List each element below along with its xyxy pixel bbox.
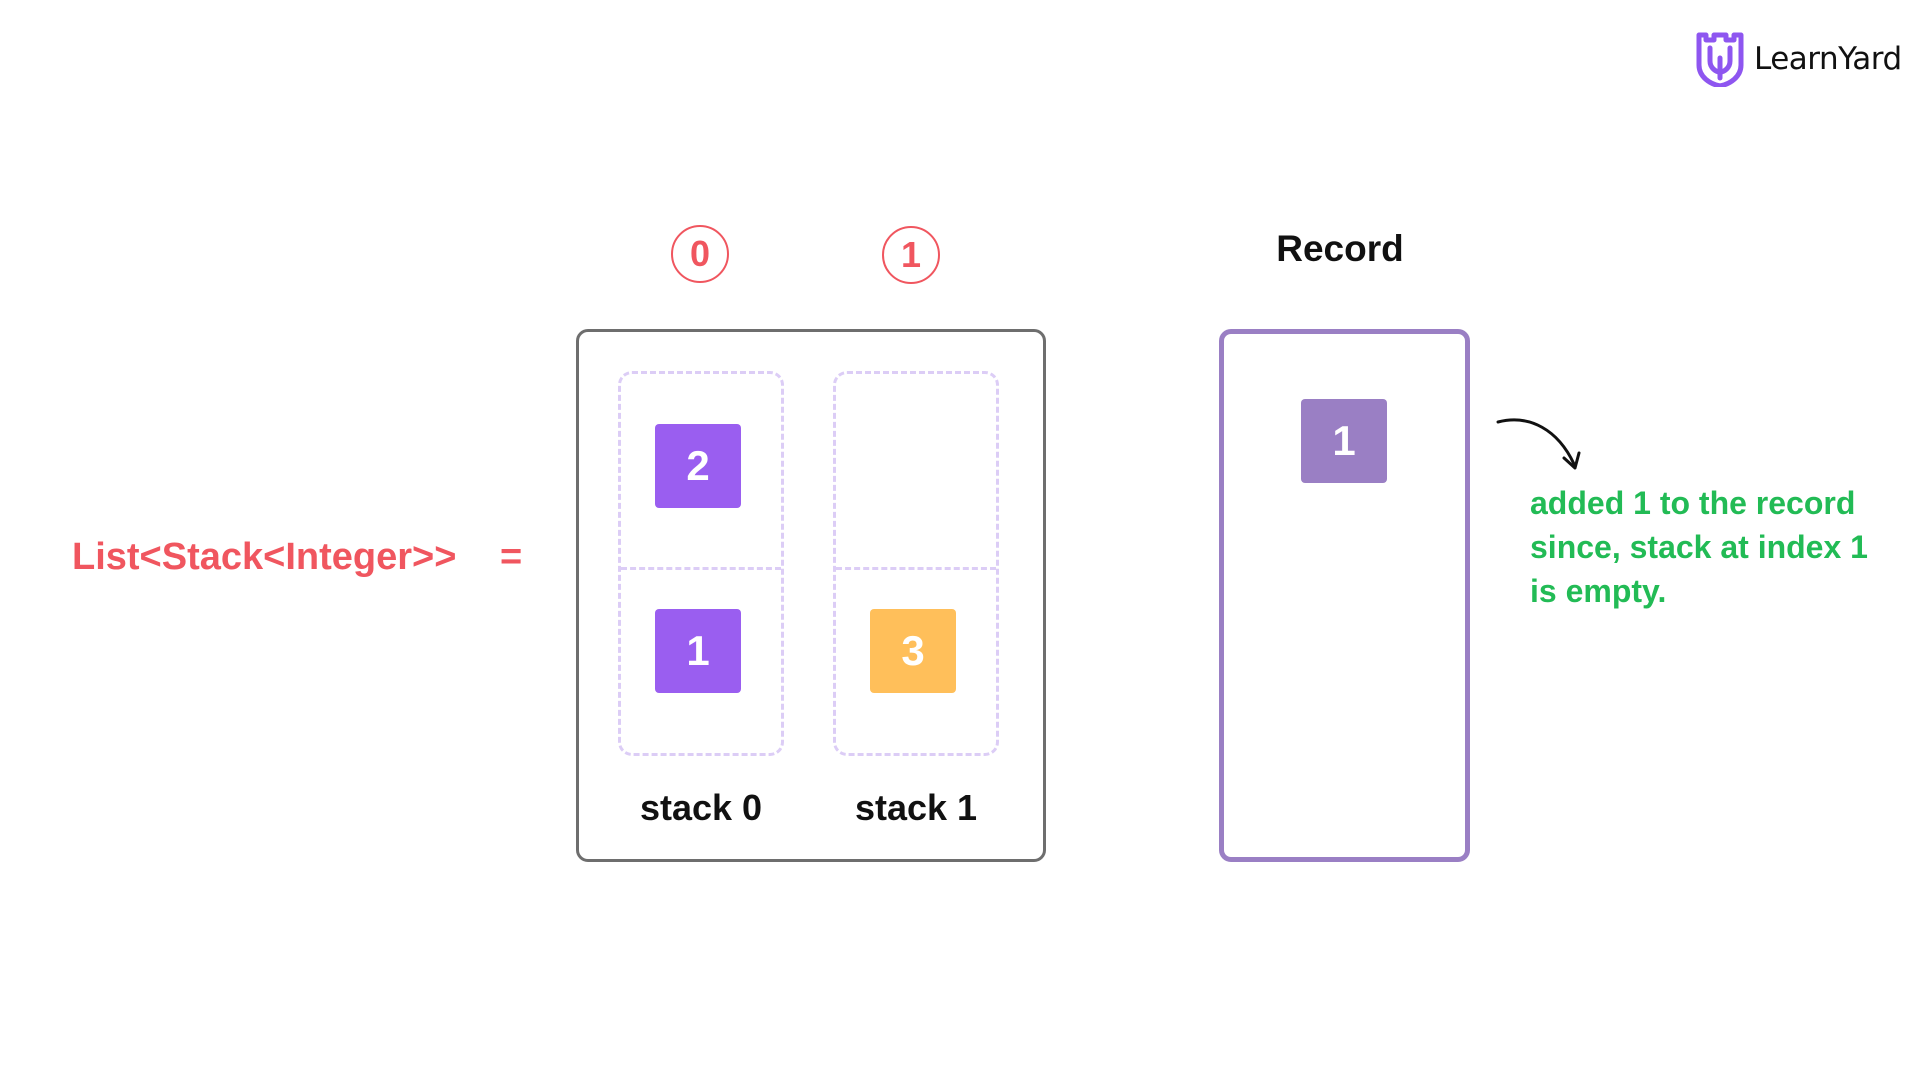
expression-label: List<Stack<Integer>> <box>72 536 457 578</box>
brand-name: LearnYard <box>1754 41 1902 77</box>
learnyard-shield-icon <box>1696 32 1744 87</box>
index-circle-1: 1 <box>882 226 940 284</box>
stack-list-container: 2 1 3 stack 0 stack 1 <box>576 329 1046 862</box>
stack-slot-divider <box>621 567 781 570</box>
stack-0-cell-top: 2 <box>655 424 741 508</box>
stack-slot-divider <box>836 567 996 570</box>
record-item: 1 <box>1301 399 1387 483</box>
stack-0-cell-bottom: 1 <box>655 609 741 693</box>
stack-1-label: stack 1 <box>854 787 978 828</box>
stack-column-1: 3 <box>833 371 999 756</box>
stack-column-0: 2 1 <box>618 371 784 756</box>
record-title: Record <box>1276 228 1404 269</box>
record-container: 1 <box>1219 329 1470 862</box>
equals-sign: = <box>500 536 523 578</box>
explanation-note: added 1 to the record since, stack at in… <box>1530 485 1868 609</box>
stack-1-cell-bottom: 3 <box>870 609 956 693</box>
learnyard-logo: LearnYard <box>1694 30 1904 88</box>
index-circle-0: 0 <box>671 225 729 283</box>
stack-0-label: stack 0 <box>639 787 763 828</box>
curved-arrow-icon <box>1496 418 1581 470</box>
